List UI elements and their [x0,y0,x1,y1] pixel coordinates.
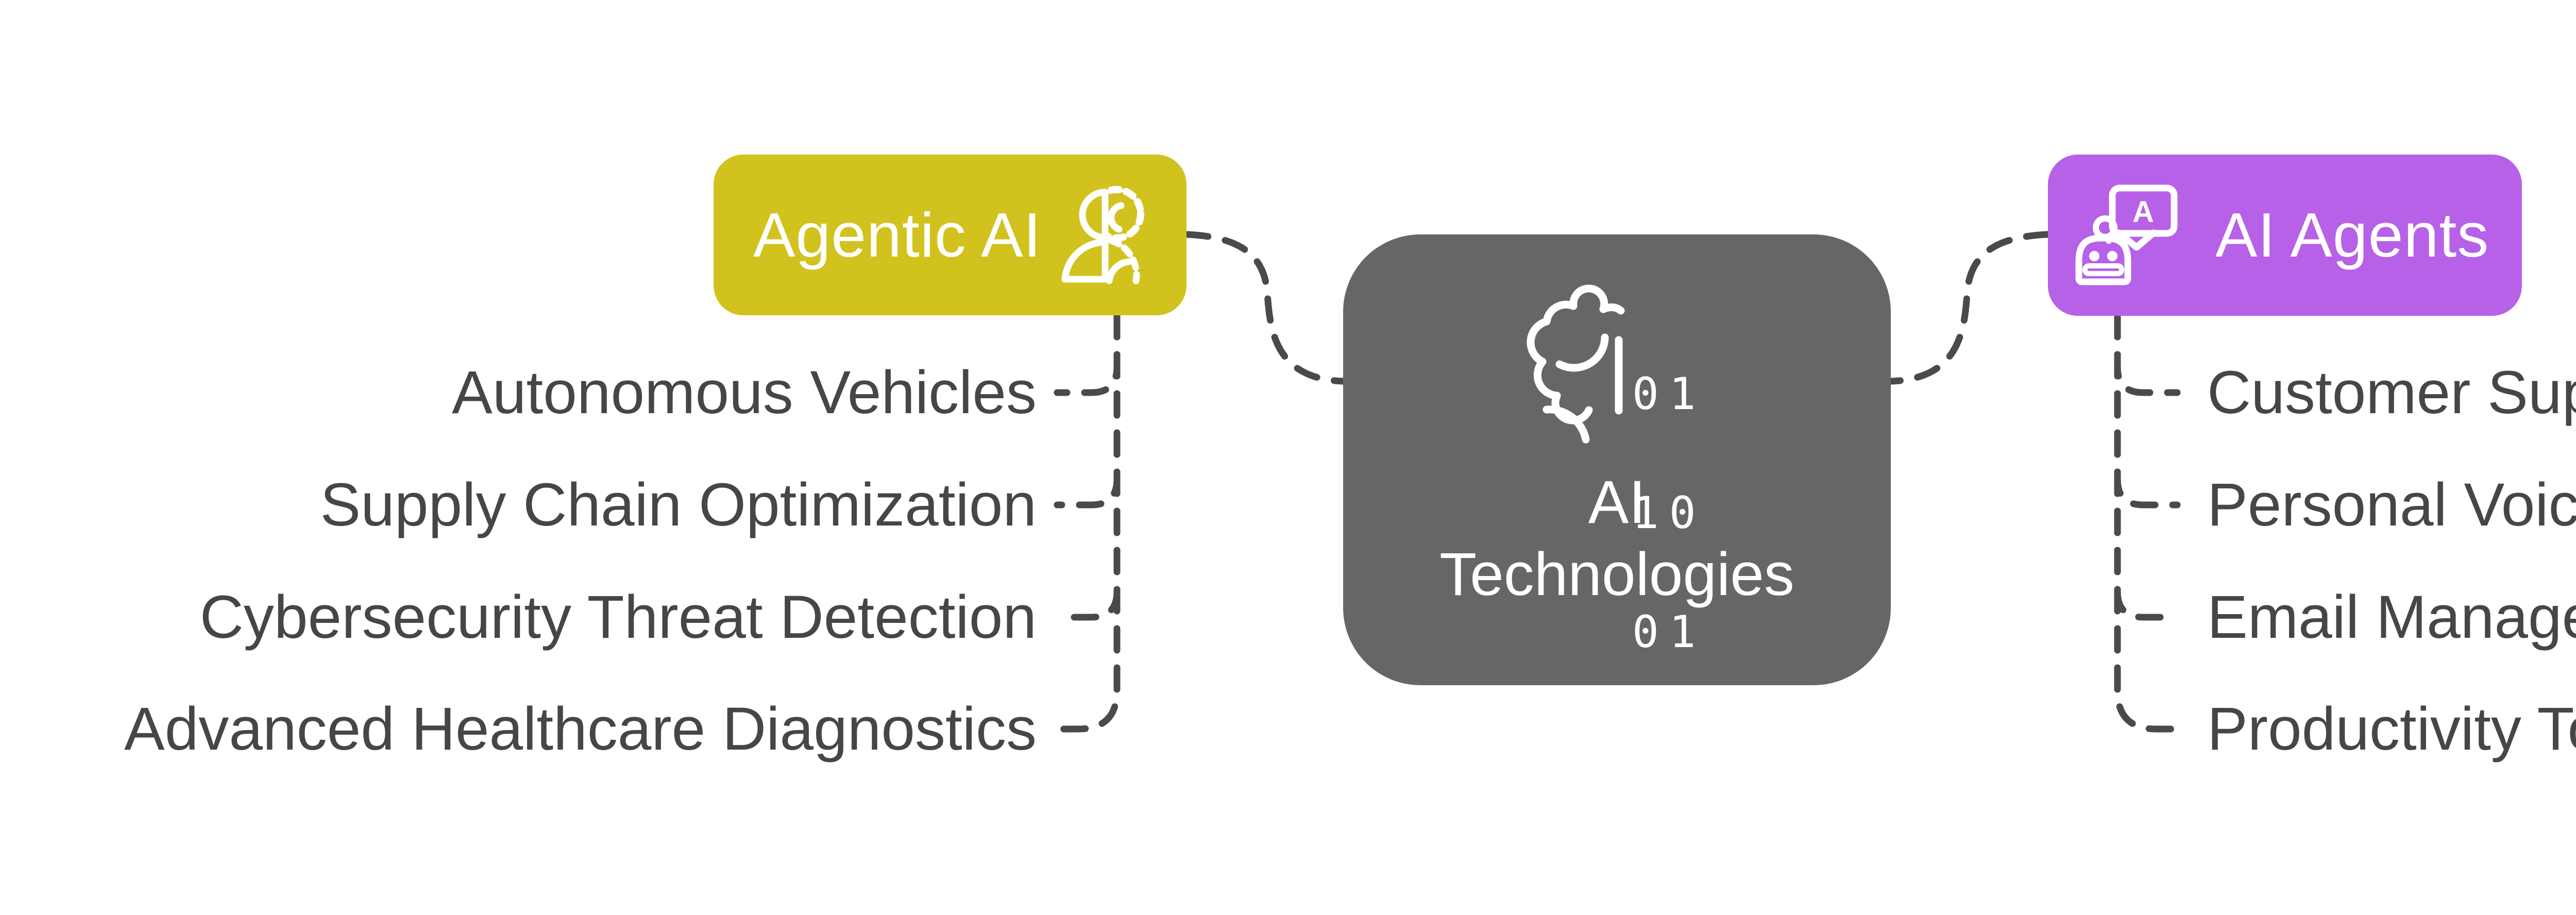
binary-row: 01 [1632,725,1706,777]
link-right-item-4 [2114,312,2181,733]
speech-bubble [2109,184,2178,237]
left-item-supply-chain: Supply Chain Optimization [320,471,1037,539]
left-item-healthcare: Advanced Healthcare Diagnostics [124,695,1037,763]
link-left-item-2 [1054,312,1121,509]
link-right-item-3 [2114,312,2181,621]
brain-binary-icon [1527,284,1625,444]
brain-connector-squiggle [1599,303,1625,315]
robot-head [2075,234,2131,285]
right-item-chatbots: Customer Support Chatbots [2207,359,2576,427]
node-agentic-ai: Agentic AI [714,155,1187,315]
shoulder-arc [1106,258,1132,284]
gear-teeth [1108,186,1144,242]
brain-fold-lower [1543,405,1590,444]
gear-fragment [1108,237,1140,284]
speech-bubble-tail [2115,229,2157,251]
speech-bubble-letter: A [2132,195,2154,229]
node-agentic-ai-label: Agentic AI [753,200,1042,270]
curve-agents-to-center [1887,231,2052,385]
person-head [1079,189,1109,241]
person-gear-icon [1061,186,1144,284]
link-left-item-3 [1054,312,1121,621]
left-item-autonomous-vehicles: Autonomous Vehicles [452,359,1037,427]
link-left-item-4 [1054,312,1121,733]
center-title-line2: Technologies [1439,540,1794,608]
binary-row: 01 [1632,606,1706,658]
binary-row: 10 [1632,487,1706,539]
brain-fold-upper [1555,333,1609,372]
curve-agentic-to-center [1183,231,1347,385]
node-ai-technologies: 01 10 01 01 AI Technologies [1343,234,1891,773]
gear-inner-arc [1108,202,1125,233]
link-right-item-2 [2114,312,2181,509]
brain-outline [1527,284,1608,425]
left-item-cybersecurity: Cybersecurity Threat Detection [199,583,1037,651]
robot-chat-icon: A [2075,184,2178,285]
person-body [1061,239,1109,283]
node-ai-agents: A AI Agents [2048,155,2522,316]
binary-digits: 01 10 01 01 [1632,295,1854,851]
link-right-item-1 [2114,312,2181,396]
right-item-productivity-tools: Productivity Tools [2207,695,2576,763]
link-left-item-1 [1054,312,1121,396]
robot-mouth [2082,263,2124,276]
center-title-line1: AI [1588,468,1646,536]
right-item-voice-assistants: Personal Voice Assistants [2207,471,2576,539]
right-item-email-management: Email Management [2207,583,2576,651]
binary-row: 01 [1632,368,1706,420]
robot-eye-right [2107,251,2117,261]
robot-eye-left [2089,251,2099,261]
node-ai-agents-label: AI Agents [2215,200,2489,270]
